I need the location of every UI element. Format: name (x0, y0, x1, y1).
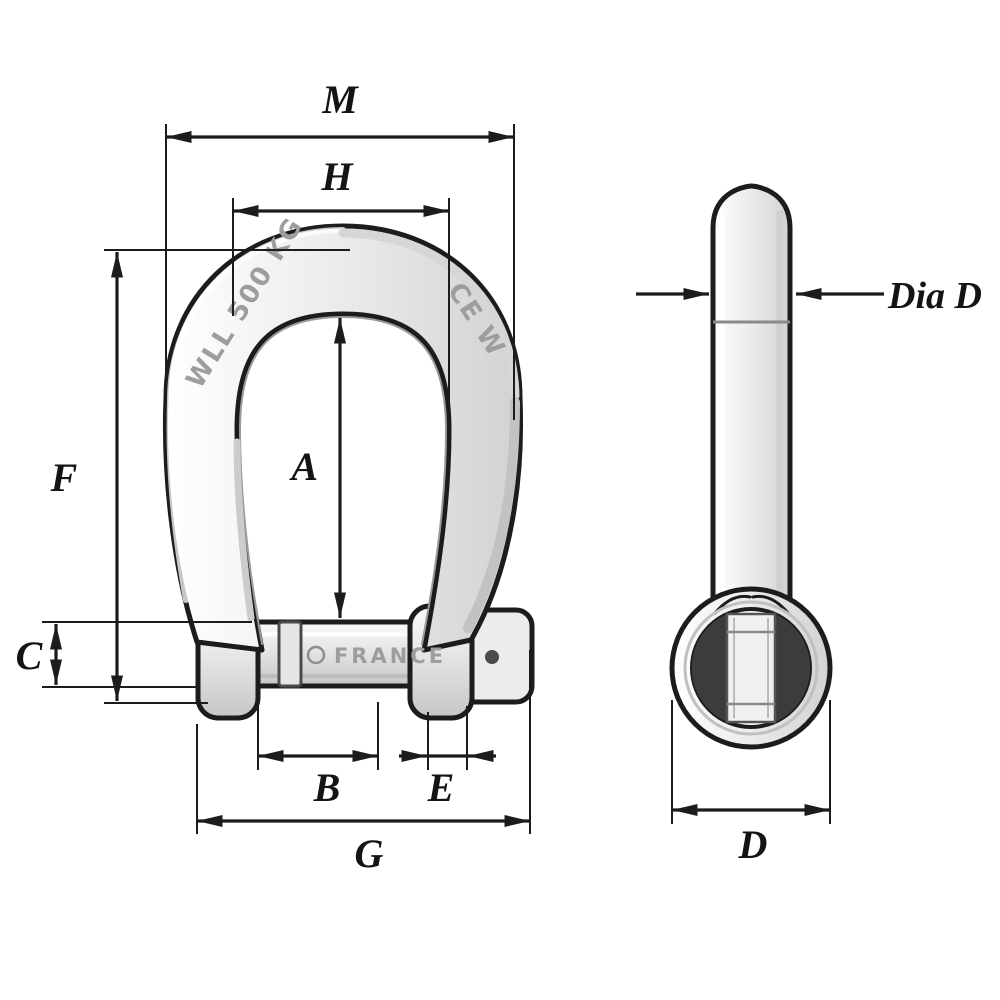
dim-label-C: C (16, 633, 44, 678)
bow-shade-right (463, 397, 520, 633)
shaft-shape (710, 183, 793, 619)
dim-label-B: B (313, 765, 341, 810)
bow-inner-double-line (238, 315, 448, 645)
dim-label-M: M (321, 77, 359, 122)
dimension-F: F (50, 249, 350, 704)
dimension-D: D (671, 700, 831, 867)
pin-collar (277, 620, 303, 688)
dimension-A: A (288, 318, 346, 618)
shackle-bow (162, 223, 524, 653)
dimension-E: E (399, 706, 496, 810)
dim-label-F: F (50, 455, 78, 500)
dimension-DiaD: Dia D (636, 275, 982, 317)
brand-mark-icon (306, 645, 326, 665)
bow-highlight-left (166, 227, 346, 603)
eye-shadow-left (691, 614, 727, 722)
pin-shaft-side (710, 183, 793, 619)
dimension-G: G (196, 650, 531, 876)
pin-origin-marking: FRANCE (334, 644, 446, 668)
eye-mid-ring (683, 600, 819, 736)
bow-shade-top-right (338, 228, 520, 401)
dimension-H: H (232, 154, 450, 424)
dimension-M: M (165, 77, 515, 420)
dim-label-E: E (427, 765, 455, 810)
eye-shadow-right (775, 614, 811, 722)
front-view: WLL 500 KG CE W FRANCE M H F (16, 77, 535, 876)
dim-label-DiaD: Dia D (887, 275, 982, 317)
dim-label-H: H (320, 154, 354, 199)
side-view: Dia D D (636, 183, 982, 867)
pin-eye-side (669, 586, 833, 750)
dimension-B: B (257, 696, 379, 810)
bow-shade-left-arm (233, 438, 255, 622)
dim-label-A: A (288, 444, 318, 489)
dim-label-G: G (355, 831, 384, 876)
bow-shading (166, 227, 520, 645)
dimension-C: C (16, 621, 252, 688)
hex-head-hole (485, 650, 499, 664)
dim-label-D: D (738, 822, 768, 867)
